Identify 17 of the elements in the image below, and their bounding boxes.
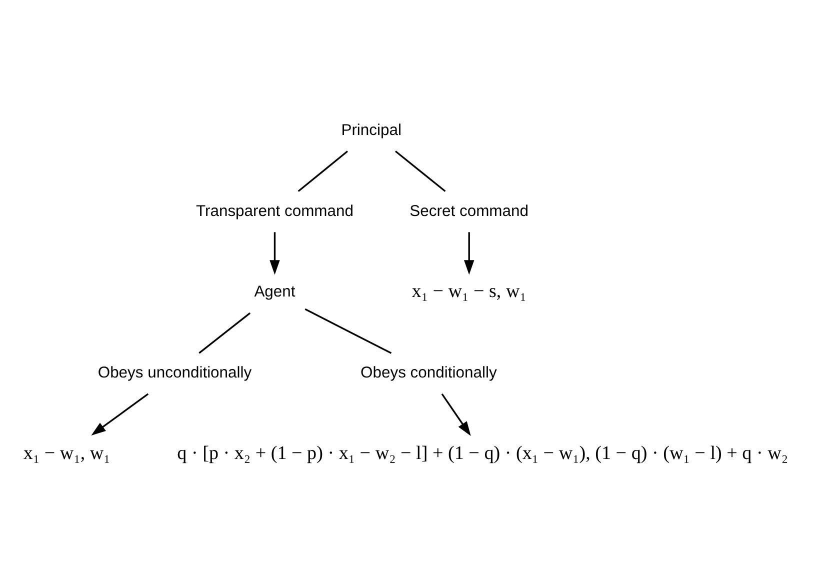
node-text: Transparent command xyxy=(196,202,354,220)
node-text: Obeys conditionally xyxy=(360,364,497,382)
node-text: x₁ − w₁, w₁ xyxy=(23,442,110,464)
node-text: Agent xyxy=(254,283,296,300)
node-text: x₁ − w₁ − s, w₁ xyxy=(412,280,526,302)
node-text: Secret command xyxy=(410,202,529,220)
node-text: q · [p · x₂ + (1 − p) · x₁ − w₂ − l] + (1 − q) · (x₁ − w₁), (1 − q) · (w₁ − l) + q · w₂ xyxy=(177,442,788,464)
arrow xyxy=(441,392,471,436)
node-text: Principal xyxy=(341,121,402,138)
arrow xyxy=(91,392,149,435)
connector xyxy=(395,150,446,192)
node-text: Obeys unconditionally xyxy=(98,364,252,382)
connector xyxy=(304,308,392,354)
arrow xyxy=(464,232,474,274)
arrow xyxy=(270,232,280,274)
connector xyxy=(298,150,348,192)
connector xyxy=(198,312,251,354)
